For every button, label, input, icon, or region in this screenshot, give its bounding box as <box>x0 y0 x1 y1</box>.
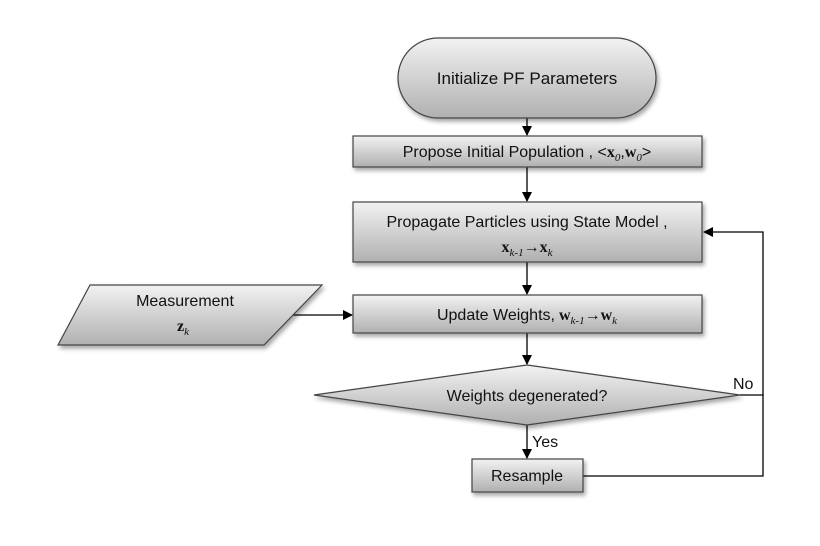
start-node: Initialize PF Parameters <box>397 37 657 119</box>
propagate-node: Propagate Particles using State Model , … <box>352 201 703 263</box>
propose-x: x <box>607 144 615 161</box>
propagate-x-from-sub: k-1 <box>510 247 524 259</box>
update-text: Update Weights, <box>437 307 555 324</box>
propose-text: Propose Initial Population , < <box>403 144 607 161</box>
propose-x-sub: 0 <box>615 152 621 164</box>
edge-resample-loop <box>583 395 764 477</box>
update-arrow: → <box>585 307 601 324</box>
propagate-arrow: → <box>524 239 540 256</box>
propose-w: w <box>625 144 637 161</box>
no-label: No <box>733 376 754 393</box>
propose-sep: , <box>620 144 624 161</box>
propose-node: Propose Initial Population , <x0,w0> <box>352 135 703 168</box>
yes-label: Yes <box>532 434 558 451</box>
propagate-x-to-sub: k <box>548 247 554 259</box>
resample-node: Resample <box>471 458 584 493</box>
propagate-x-from: x <box>502 239 510 256</box>
propose-w-sub: 0 <box>636 152 642 164</box>
propagate-formula: xk-1→xk <box>502 239 554 259</box>
edge-decision-no-loop <box>703 227 764 396</box>
measurement-z: z <box>177 318 184 335</box>
measurement-node: Measurement zk <box>57 284 324 346</box>
propose-close: > <box>642 144 651 161</box>
measurement-formula: zk <box>177 318 190 338</box>
start-label: Initialize PF Parameters <box>437 69 617 88</box>
update-w-to-sub: k <box>612 315 618 327</box>
propagate-x-to: x <box>540 239 548 256</box>
resample-label: Resample <box>491 468 563 485</box>
propagate-label: Propagate Particles using State Model , <box>386 214 667 231</box>
decision-node: Weights degenerated? <box>313 364 741 426</box>
update-w-from-sub: k-1 <box>571 315 585 327</box>
update-w-to: w <box>601 307 613 324</box>
update-label: Update Weights,wk-1→wk <box>437 307 618 327</box>
update-node: Update Weights,wk-1→wk <box>352 294 703 334</box>
connectors <box>289 118 764 477</box>
update-w-from: w <box>559 307 571 324</box>
decision-label: Weights degenerated? <box>447 388 608 405</box>
propose-label: Propose Initial Population , <x0,w0> <box>403 144 652 164</box>
measurement-z-sub: k <box>184 326 190 338</box>
measurement-label: Measurement <box>136 293 234 310</box>
